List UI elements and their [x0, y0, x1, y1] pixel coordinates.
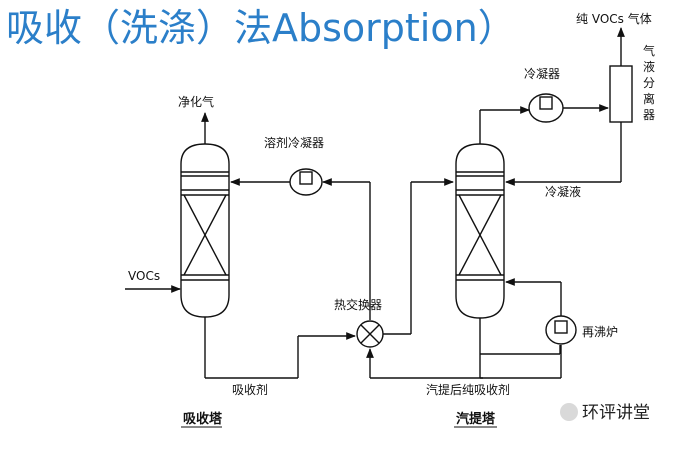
svg-text:离: 离	[643, 91, 655, 106]
wechat-icon	[560, 403, 578, 421]
pure-voc-gas-label: 纯 VOCs 气体	[576, 11, 652, 26]
solvent-condenser-label: 溶剂冷凝器	[264, 135, 324, 150]
stripping-tower	[455, 143, 505, 319]
condenser	[528, 93, 564, 123]
absorbent-label: 吸收剂	[232, 382, 268, 397]
condensate-label: 冷凝液	[545, 184, 581, 199]
heat-exchanger	[356, 320, 384, 348]
watermark-text: 环评讲堂	[582, 403, 650, 423]
gas-liquid-separator	[609, 65, 633, 123]
heat-exchanger-label: 热交换器	[334, 297, 382, 312]
purified-gas-label: 净化气	[178, 94, 214, 109]
stripped-absorbent-label: 汽提后纯吸收剂	[426, 382, 510, 397]
stripping-tower-label: 汽提塔	[456, 411, 496, 427]
condenser-label: 冷凝器	[524, 66, 560, 81]
solvent-condenser	[289, 168, 323, 196]
reboiler-label: 再沸炉	[582, 325, 618, 339]
watermark: 环评讲堂	[560, 398, 650, 423]
voc-inlet-label: VOCs	[128, 269, 160, 283]
svg-text:气: 气	[643, 43, 655, 58]
page-title: 吸收（洗涤）法Absorption）	[6, 6, 516, 50]
absorption-tower-label: 吸收塔	[183, 411, 223, 427]
absorption-tower	[180, 143, 230, 318]
separator-label: 气 液 分 离 器	[643, 43, 655, 122]
svg-text:液: 液	[643, 59, 655, 74]
svg-text:分: 分	[643, 76, 655, 90]
reboiler	[545, 315, 577, 345]
svg-text:器: 器	[643, 108, 655, 122]
